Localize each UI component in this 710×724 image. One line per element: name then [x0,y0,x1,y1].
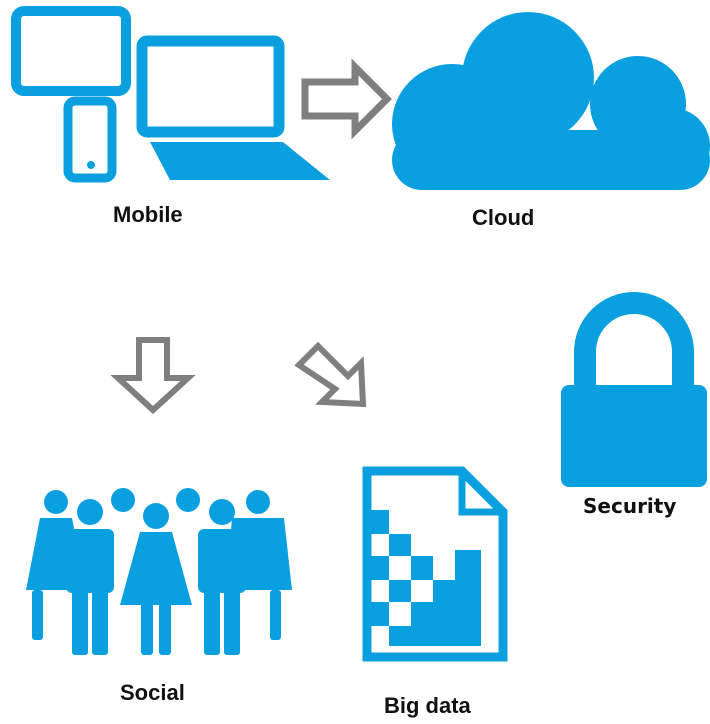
padlock-body [561,385,707,487]
tablet-icon [11,6,131,96]
social-label: Social [120,680,185,705]
mobile-label: Mobile [113,202,183,227]
padlock-icon [561,292,707,487]
laptop-screen-icon [136,35,285,138]
mobile-devices-icon [11,6,330,183]
padlock-shackle [574,292,694,392]
cloud-label: Cloud [472,205,535,230]
phone-icon [63,96,117,183]
big-data-label: Big data [384,693,471,718]
arrow-right-icon [301,58,392,140]
security-label: Security [583,494,677,518]
document-data-blocks [367,510,481,646]
laptop-base-icon [150,142,330,180]
phone-home-button [87,161,95,169]
people-group-icon [26,488,292,655]
arrow-down-icon [110,337,196,415]
cloud-icon [392,12,710,190]
document-fold [458,471,503,516]
big-data-document-icon [362,466,508,662]
arrow-diagonal-icon [294,341,367,408]
